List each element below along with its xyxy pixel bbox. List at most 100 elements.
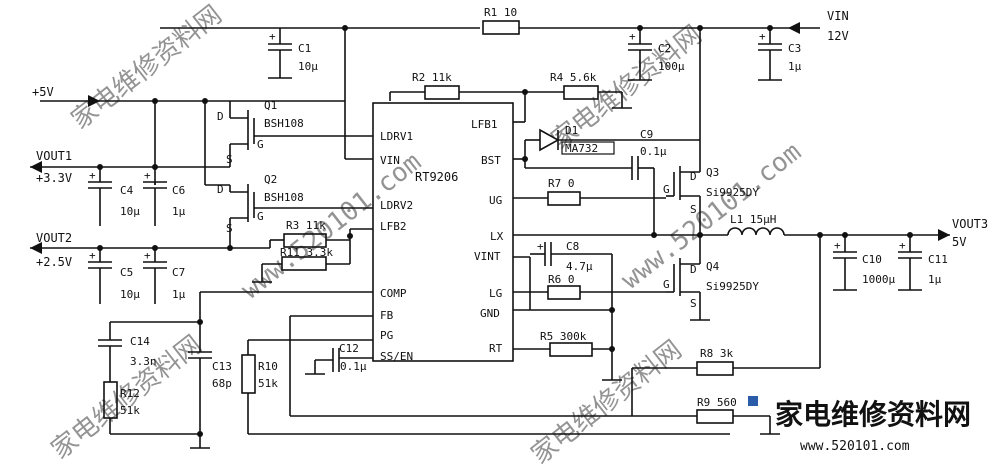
pin-vin: VIN	[380, 154, 400, 167]
r4-label: R4 5.6k	[550, 71, 597, 84]
resistor-r10	[241, 354, 256, 394]
gnd-rt-network: R5 300k	[513, 309, 612, 357]
q2-value: BSH108	[264, 191, 304, 204]
mosfet-q4: R6 0 G D S Q4 Si9925DY	[513, 235, 759, 321]
svg-text:S: S	[690, 203, 697, 216]
svg-text:S: S	[226, 222, 233, 235]
d1-label: D1	[565, 124, 578, 137]
c7-value: 1μ	[172, 288, 186, 301]
q3-value: Si9925DY	[706, 186, 759, 199]
svg-text:+: +	[269, 30, 276, 43]
r3-label: R3 11k	[286, 219, 326, 232]
r9-label: R9 560	[697, 396, 737, 409]
svg-text:G: G	[663, 278, 670, 291]
c5-value: 10μ	[120, 288, 140, 301]
vout2-label: VOUT2	[36, 231, 72, 245]
svg-text:+: +	[834, 239, 841, 252]
bootstrap-network: D1 MA732 C9 0.1μ	[513, 124, 700, 235]
pin-lx: LX	[490, 230, 504, 243]
svg-text:+: +	[144, 169, 151, 182]
r2-label: R2 11k	[412, 71, 452, 84]
svg-text:G: G	[257, 210, 264, 223]
r12-value: 51k	[120, 404, 140, 417]
logo-text: 家电维修资料网	[775, 398, 971, 431]
r1-label: R1 10	[484, 6, 517, 19]
c11-value: 1μ	[928, 273, 942, 286]
resistor-r6	[547, 285, 581, 300]
svg-text:+: +	[899, 239, 906, 252]
arrow-icon	[30, 242, 42, 254]
pin-bst: BST	[481, 154, 501, 167]
resistor-r7	[547, 191, 581, 206]
mosfet-q2: D G S Q2 BSH108	[205, 173, 373, 248]
lx-node: L1 15μH VOUT3 5V + C10 1000μ + C11 1μ	[513, 213, 988, 368]
pin-fb: FB	[380, 309, 394, 322]
c2-value: 100μ	[658, 60, 685, 73]
arrow-icon	[788, 22, 800, 34]
svg-text:D: D	[217, 183, 224, 196]
pin-ldrv2: LDRV2	[380, 199, 413, 212]
r11-label: R11 3.3k	[280, 246, 333, 259]
q1-label: Q1	[264, 99, 277, 112]
vin-rail: R1 10 VIN 12V + C1 10μ + C2 100μ	[160, 6, 849, 160]
pin-lg: LG	[489, 287, 502, 300]
vout3-value: 5V	[952, 235, 966, 249]
r8-label: R8 3k	[700, 347, 733, 360]
arrow-icon	[938, 229, 950, 241]
pin-ss-en: SS/EN	[380, 350, 413, 363]
q2-label: Q2	[264, 173, 277, 186]
c6-label: C6	[172, 184, 185, 197]
svg-text:+: +	[629, 30, 636, 43]
pin-pg: PG	[380, 329, 393, 342]
r12-label: R12	[120, 387, 140, 400]
svg-text:G: G	[663, 183, 670, 196]
pin-vint: VINT	[474, 250, 501, 263]
svg-text:G: G	[257, 138, 264, 151]
arrow-icon	[88, 95, 100, 107]
c4-label: C4	[120, 184, 134, 197]
vout2-value: +2.5V	[36, 255, 72, 269]
svg-text:+: +	[537, 240, 544, 253]
c9-label: C9	[640, 128, 653, 141]
c14-value: 3.3n	[130, 355, 157, 368]
svg-text:+: +	[89, 169, 96, 182]
c3-value: 1μ	[788, 60, 802, 73]
diode-d1	[539, 128, 560, 152]
ic-rt9206: RT9206 LDRV1 VIN LDRV2 LFB2 COMP FB PG S…	[372, 102, 514, 363]
r10-value: 51k	[258, 377, 278, 390]
inductor-l1	[727, 227, 785, 236]
svg-text:+: +	[144, 249, 151, 262]
svg-text:D: D	[690, 170, 697, 183]
pin-lfb2: LFB2	[380, 220, 407, 233]
c8-label: C8	[566, 240, 579, 253]
site-logo: 家电维修资料网 www.520101.com	[748, 396, 971, 454]
c13-label: C13	[212, 360, 232, 373]
c5-label: C5	[120, 266, 133, 279]
c3-label: C3	[788, 42, 801, 55]
c2-label: C2	[658, 42, 671, 55]
resistor-r8	[696, 361, 734, 376]
pin-comp: COMP	[380, 287, 407, 300]
pin-ldrv1: LDRV1	[380, 130, 413, 143]
mosfet-q1: D G S Q1 BSH108	[217, 99, 373, 166]
vout3-label: VOUT3	[952, 217, 988, 231]
r7-label: R7 0	[548, 177, 575, 190]
vout2-rail: VOUT2 +2.5V R3 11k R11 3.3k + C5 10μ	[30, 219, 373, 304]
arrow-icon	[30, 161, 42, 173]
c8-value: 4.7μ	[566, 260, 593, 273]
comp-network: C14 3.3n R12 51k C13 68p	[98, 291, 373, 449]
pin-gnd: GND	[480, 307, 500, 320]
c13-value: 68p	[212, 377, 232, 390]
l1-label: L1 15μH	[730, 213, 776, 226]
vint-network: + C8 4.7μ	[513, 240, 622, 381]
svg-text:D: D	[217, 110, 224, 123]
r5-label: R5 300k	[540, 330, 587, 343]
c11-label: C11	[928, 253, 948, 266]
svg-text:+: +	[759, 30, 766, 43]
c10-value: 1000μ	[862, 273, 895, 286]
r6-label: R6 0	[548, 273, 575, 286]
resistor-r5	[549, 342, 593, 357]
fb-network: R10 51k C12 0.1μ	[241, 315, 730, 435]
vout1-value: +3.3V	[36, 171, 72, 185]
